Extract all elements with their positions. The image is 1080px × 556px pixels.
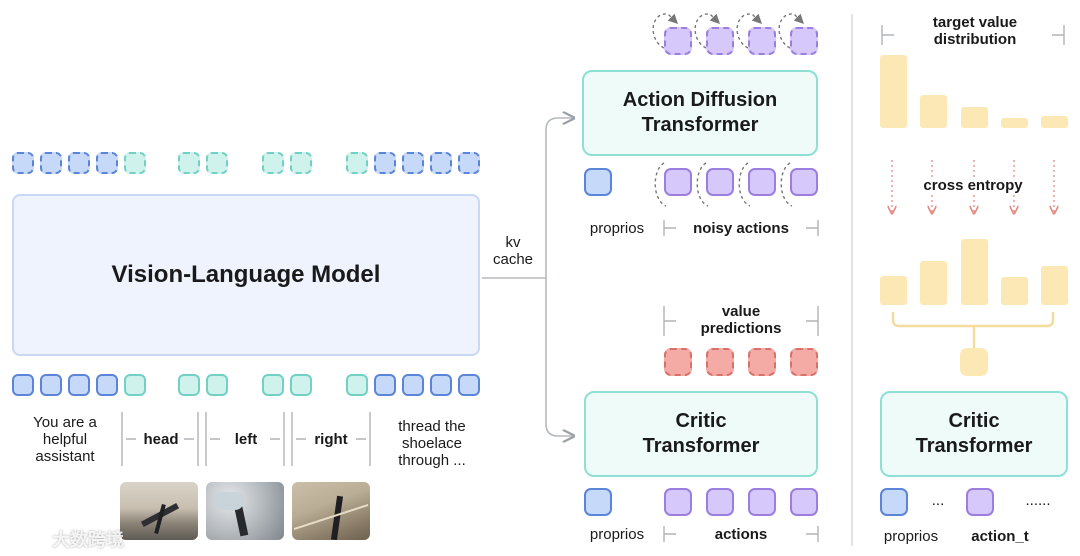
- output-token: [346, 152, 368, 174]
- critic-proprio-token: [584, 488, 612, 516]
- target-bar: [920, 95, 947, 128]
- output-token: [178, 152, 200, 174]
- predicted-bar: [1041, 266, 1068, 305]
- noisy-action-token: [706, 168, 734, 196]
- view-label-head: head: [143, 431, 179, 448]
- noisy-action-token: [790, 168, 818, 196]
- denoised-action-token: [748, 27, 776, 55]
- value-prediction-token: [790, 348, 818, 376]
- action-token: [790, 488, 818, 516]
- output-token: [402, 152, 424, 174]
- input-token: [40, 374, 62, 396]
- value-predictions-label: value predictions: [700, 303, 782, 337]
- action-diffusion-title: Action Diffusion Transformer: [622, 89, 778, 136]
- critic-transformer-box: Critic Transformer: [584, 391, 818, 477]
- noisy-actions-label: noisy actions: [693, 220, 789, 237]
- vlm-title: Vision-Language Model: [111, 261, 381, 288]
- output-token: [430, 152, 452, 174]
- output-token: [68, 152, 90, 174]
- input-token: [262, 374, 284, 396]
- output-token: [124, 152, 146, 174]
- target-bar: [1001, 118, 1028, 128]
- input-token: [374, 374, 396, 396]
- right-camera-image: [292, 482, 370, 540]
- diffusion-proprios-label: proprios: [589, 220, 645, 237]
- output-token: [458, 152, 480, 174]
- input-token: [402, 374, 424, 396]
- value-prediction-token: [748, 348, 776, 376]
- kv-cache-label: kv cache: [492, 234, 534, 268]
- value-prediction-token: [706, 348, 734, 376]
- target-bar: [961, 107, 988, 128]
- right-critic-transformer-box: Critic Transformer: [880, 391, 1068, 477]
- cross-entropy-label: cross entropy: [914, 177, 1032, 194]
- input-token: [12, 374, 34, 396]
- head-camera-image: [120, 482, 198, 540]
- action-token: [748, 488, 776, 516]
- system-prompt-text: You are a helpful assistant: [33, 414, 97, 465]
- predicted-bar: [1001, 277, 1028, 305]
- watermark-text: 大数跨境: [52, 530, 124, 550]
- output-token: [96, 152, 118, 174]
- actions-label: actions: [714, 526, 768, 543]
- target-value-distribution-label: target value distribution: [932, 14, 1018, 48]
- input-token: [290, 374, 312, 396]
- view-label-right: right: [314, 431, 348, 448]
- action-t-label: action_t: [971, 528, 1029, 545]
- output-token: [12, 152, 34, 174]
- noisy-action-token: [664, 168, 692, 196]
- output-token: [290, 152, 312, 174]
- input-token: [346, 374, 368, 396]
- vision-language-model-box: Vision-Language Model: [12, 194, 480, 356]
- input-token: [96, 374, 118, 396]
- short-ellipsis: ...: [931, 492, 945, 509]
- action-token: [664, 488, 692, 516]
- action-diffusion-transformer-box: Action Diffusion Transformer: [582, 70, 818, 156]
- output-token: [262, 152, 284, 174]
- value-prediction-token: [664, 348, 692, 376]
- noisy-action-token: [748, 168, 776, 196]
- input-token: [430, 374, 452, 396]
- input-token: [178, 374, 200, 396]
- output-token: [206, 152, 228, 174]
- view-label-left: left: [234, 431, 258, 448]
- left-camera-image: [206, 482, 284, 540]
- value-output-token: [960, 348, 988, 376]
- right-proprio-token: [880, 488, 908, 516]
- predicted-bar: [961, 239, 988, 305]
- denoised-action-token: [664, 27, 692, 55]
- output-token: [40, 152, 62, 174]
- target-bar: [880, 55, 907, 128]
- critic-title: Critic Transformer: [642, 410, 760, 457]
- input-token: [458, 374, 480, 396]
- input-token: [124, 374, 146, 396]
- output-token: [374, 152, 396, 174]
- long-ellipsis: ......: [1025, 492, 1051, 509]
- action-token: [706, 488, 734, 516]
- predicted-bar: [880, 276, 907, 305]
- input-token: [206, 374, 228, 396]
- denoised-action-token: [790, 27, 818, 55]
- denoised-action-token: [706, 27, 734, 55]
- target-bar: [1041, 116, 1068, 128]
- predicted-bar: [920, 261, 947, 305]
- proprio-token: [584, 168, 612, 196]
- input-token: [68, 374, 90, 396]
- instruction-text: thread the shoelace through ...: [398, 418, 466, 469]
- critic-proprios-label: proprios: [589, 526, 645, 543]
- right-proprios-label: proprios: [883, 528, 939, 545]
- action-t-token: [966, 488, 994, 516]
- right-critic-title: Critic Transformer: [915, 410, 1033, 457]
